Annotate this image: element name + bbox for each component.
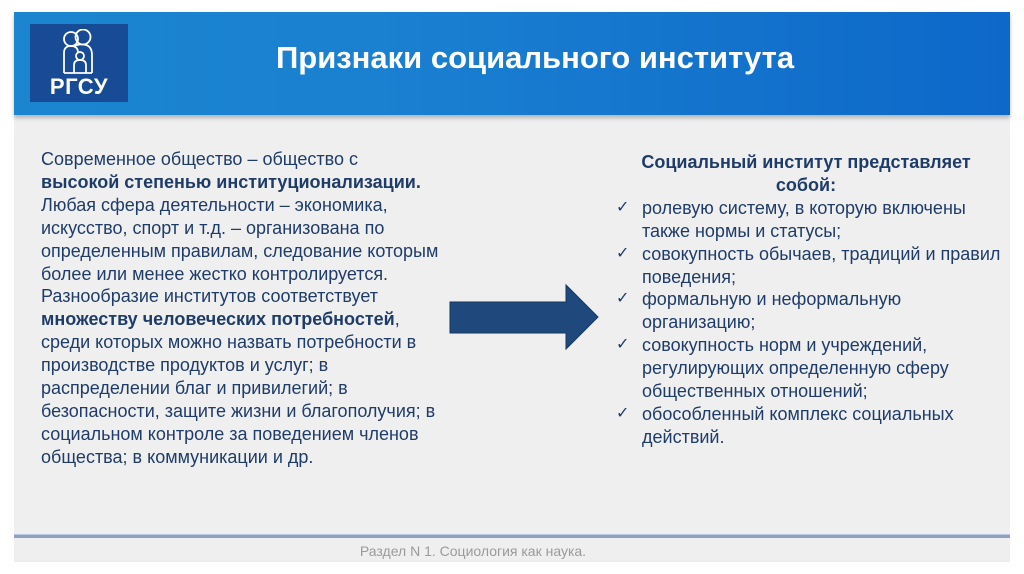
- left-text-block: Современное общество – общество с высоко…: [41, 148, 441, 469]
- right-text-block: Социальный институт представляет собой: …: [612, 151, 1002, 449]
- p1-bold: высокой степенью институционализации.: [41, 171, 421, 192]
- p1-text: Современное общество – общество с: [41, 149, 359, 169]
- checkmark-icon: ✓: [616, 198, 630, 216]
- right-arrow-icon: [449, 283, 599, 351]
- features-list: ✓ролевую систему, в которую включены так…: [612, 197, 1002, 449]
- right-heading: Социальный институт представляет собой:: [641, 152, 971, 195]
- slide-title: Признаки социального института: [276, 40, 795, 75]
- checkmark-icon: ✓: [616, 336, 630, 354]
- university-logo: РГСУ: [30, 24, 128, 102]
- list-item: ✓обособленный комплекс социальных действ…: [616, 403, 954, 447]
- list-item: ✓совокупность норм и учреждений, регулир…: [616, 335, 949, 402]
- footer-divider: [14, 534, 1010, 538]
- logo-text: РГСУ: [49, 74, 109, 99]
- p2-text-2: , среди которых можно назвать потребност…: [41, 309, 436, 467]
- list-item: ✓совокупность обычаев, традиций и правил…: [616, 243, 1001, 287]
- p2-text: Разнообразие институтов соответствует: [41, 286, 378, 307]
- list-item: ✓ролевую систему, в которую включены так…: [616, 197, 966, 241]
- checkmark-icon: ✓: [616, 244, 630, 262]
- family-logo-icon: [63, 29, 93, 74]
- list-item: ✓формальную и неформальную организацию;: [616, 289, 902, 333]
- header-band: [14, 12, 1010, 115]
- checkmark-icon: ✓: [616, 290, 630, 308]
- p2-bold: множеству человеческих потребностей: [41, 309, 395, 330]
- p1-text-2: Любая сфера деятельности – экономика, ис…: [41, 194, 439, 284]
- footer-text: Раздел N 1. Социология как наука.: [359, 543, 587, 559]
- checkmark-icon: ✓: [616, 404, 630, 422]
